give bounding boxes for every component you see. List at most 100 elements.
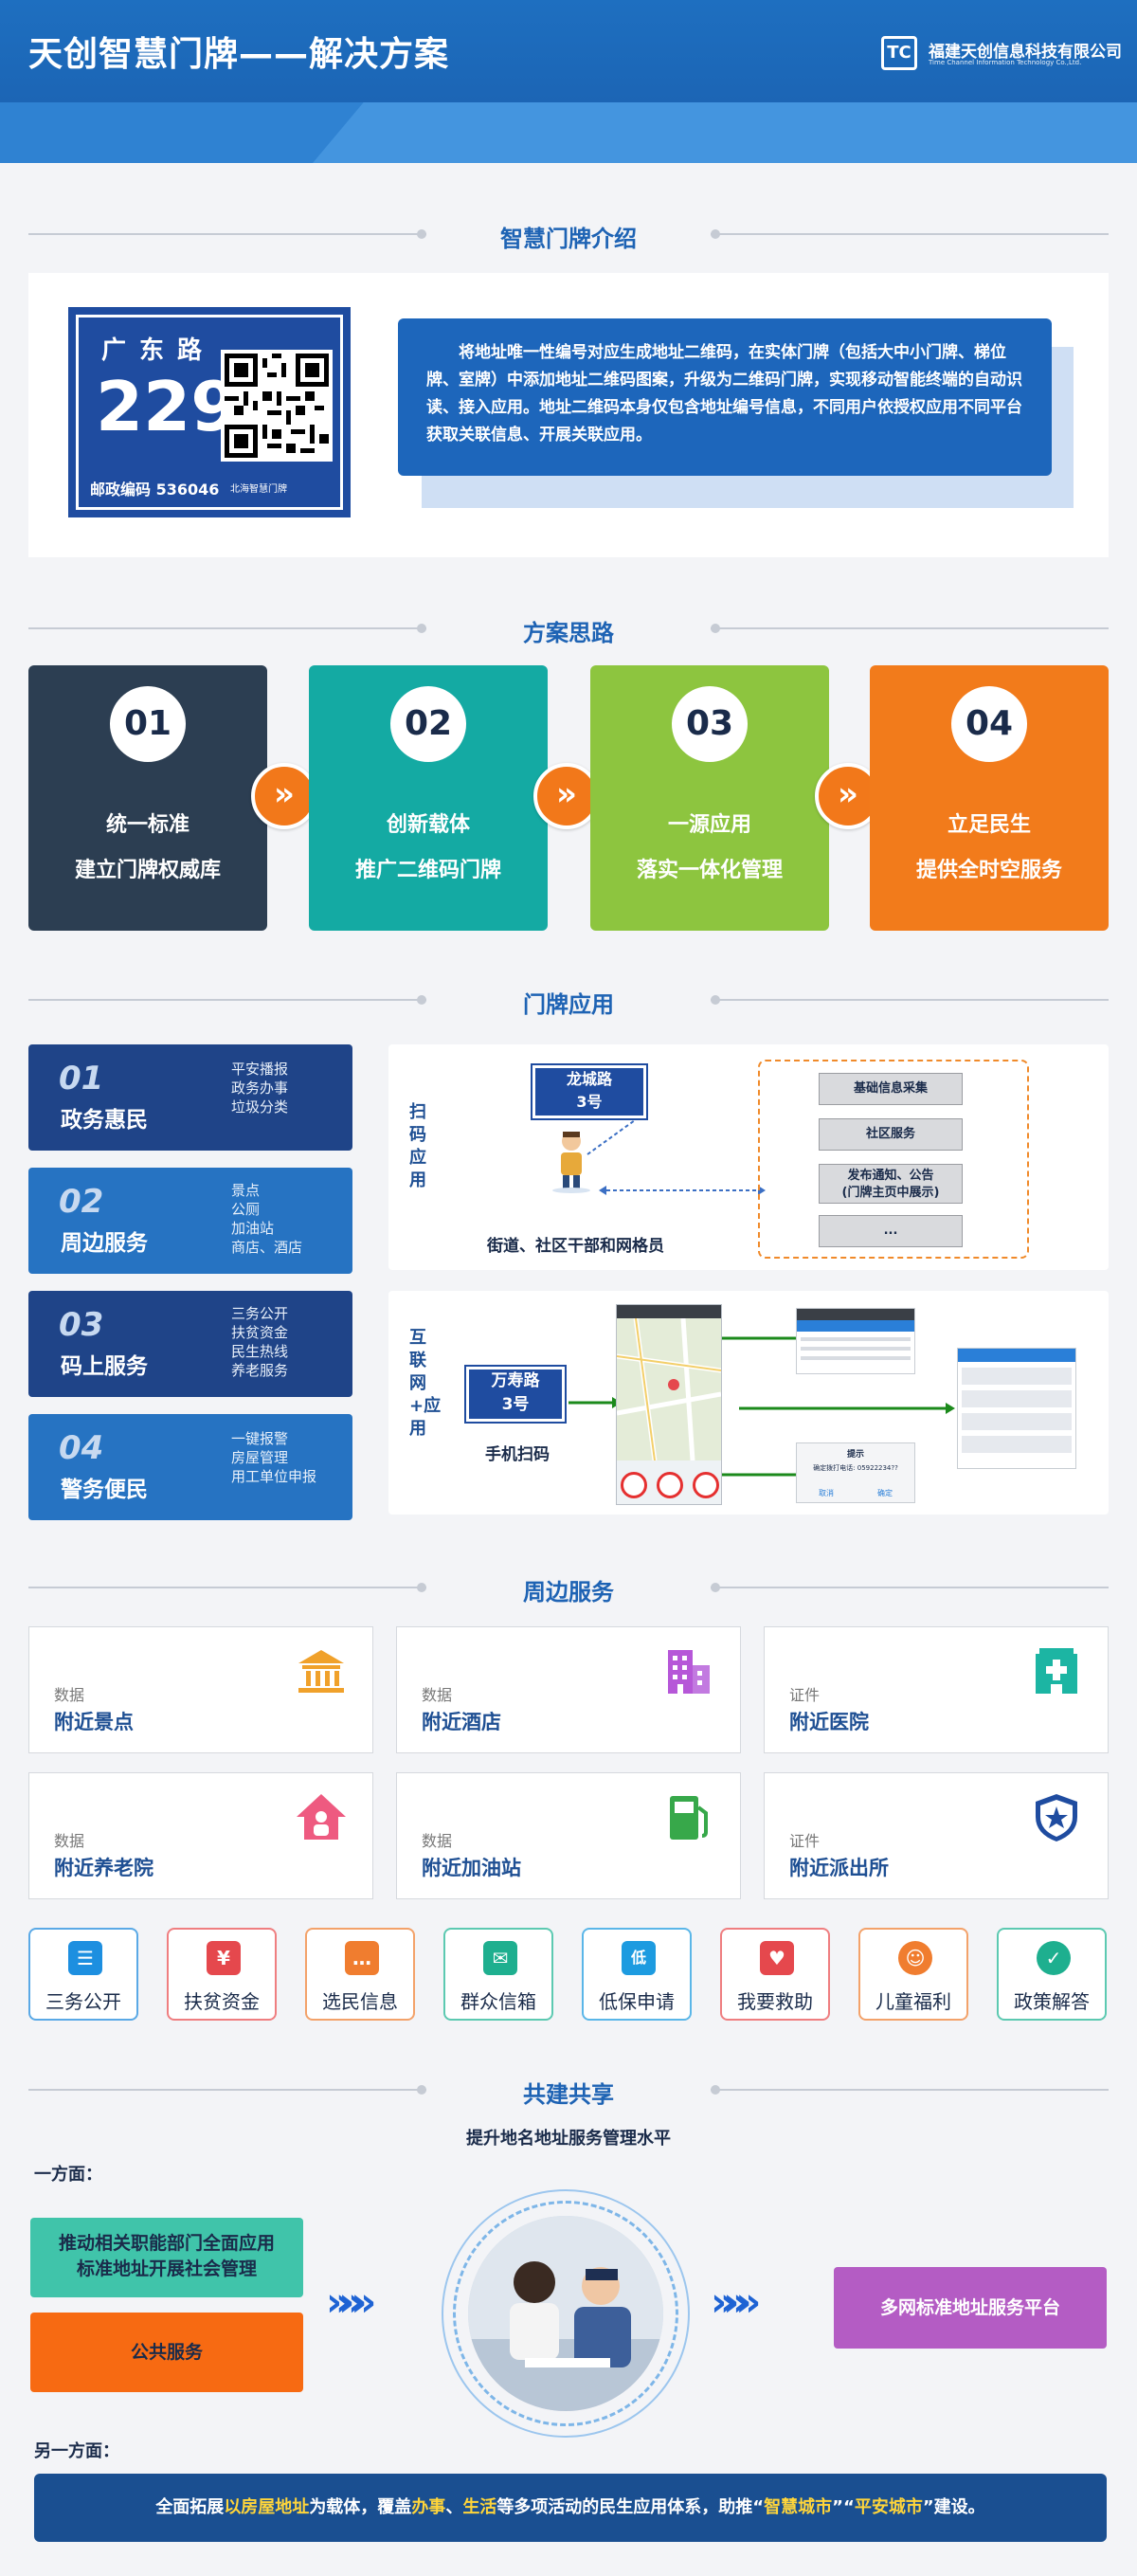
internet-app-label: 互联网+应用 [409,1328,442,1439]
step-number: 01 [110,686,186,762]
step-title: 一源应用 [667,813,751,837]
one-side-label: 一方面： [34,2165,102,2185]
step-arrow-icon: » [251,763,317,829]
intro-panel: 广东路 229 邮政编码 536046 [28,273,1109,557]
doorplate-frame: 广东路 229 邮政编码 536046 [76,315,343,510]
intro-description: 将地址唯一性编号对应生成地址二维码，在实体门牌（包括大中小门牌、梯位牌、室牌）中… [398,318,1052,476]
service-option[interactable]: 基础信息采集 [819,1073,963,1105]
summary-highlight: 生活 [462,2497,497,2517]
dialog-cancel-button[interactable]: 取消 [819,1489,834,1497]
service-category: 数据 [422,1832,453,1850]
company-logo: TC 福建天创信息科技有限公司 Time Channel Information… [881,36,1122,70]
step-card-04: 04 立足民生 提供全时空服务 [870,665,1109,931]
service-counter-illustration [468,2216,663,2411]
doorplate-sample: 万寿路 3号 [464,1365,567,1424]
mini-service-low-income[interactable]: 低 低保申请 [582,1928,692,2021]
divider-line [711,999,1109,1001]
share-photo-ring-inner [453,2201,678,2426]
mini-service-mailbox[interactable]: ✉ 群众信箱 [443,1928,553,2021]
step-title: 立足民生 [947,813,1031,837]
service-name: 附近派出所 [789,1857,889,1879]
service-option[interactable]: ... [819,1215,963,1247]
app-card-name: 周边服务 [61,1231,148,1256]
summary-text: 全面拓展 [155,2497,225,2517]
doorplate-road: 万寿路 [491,1371,540,1390]
header-banner: 天创智慧门牌——解决方案 TC 福建天创信息科技有限公司 Time Channe… [0,0,1137,163]
mini-service-aid[interactable]: ♥ 我要救助 [720,1928,830,2021]
divider-line [28,2089,426,2091]
doorplate-subtitle: 北海智慧门牌 [230,484,287,495]
logo-company-name-en: Time Channel Information Technology Co.,… [929,59,1082,66]
step-number: 04 [951,686,1027,762]
qr-code [221,350,333,462]
mini-service-child-welfare[interactable]: ☺ 儿童福利 [858,1928,968,2021]
section-title-text: 周边服务 [523,1579,614,1605]
mini-service-affairs[interactable]: ☰ 三务公开 [28,1928,138,2021]
summary-text: 等多项活动的民生应用体系，助推“ [496,2497,765,2517]
detail-row [962,1436,1072,1453]
map-button-icon[interactable] [657,1472,683,1498]
chevron-right-icon: »»» [326,2278,377,2325]
app-card-items: 一键报警 房屋管理 用工单位申报 [231,1429,316,1486]
summary-text: 为载体，覆盖 [309,2497,412,2517]
app-card-police[interactable]: 04 警务便民 一键报警 房屋管理 用工单位申报 [28,1414,352,1520]
dialog-ok-button[interactable]: 确定 [877,1489,893,1497]
detail-row [962,1413,1072,1430]
summary-highlight: 以房屋地址 [224,2497,310,2517]
internet-caption: 手机扫码 [485,1445,550,1464]
service-category: 数据 [422,1686,453,1704]
divider-line [711,627,1109,629]
mini-service-label: 三务公开 [45,1990,121,2013]
step-card-02: 02 创新载体 推广二维码门牌 [309,665,548,931]
service-option[interactable]: 发布通知、公告 (门牌主页中展示) [819,1164,963,1204]
doorplate-number: 229 [96,367,239,446]
help-heart-icon: ♥ [760,1941,794,1975]
service-nearby-scenic[interactable]: 数据 附近景点 [28,1626,373,1753]
divider-line [28,233,426,235]
scan-app-label: 扫码应用 [409,1102,426,1190]
hotel-icon [668,1650,710,1694]
step-card-03: 03 一源应用 落实一体化管理 [590,665,829,931]
map-button-icon[interactable] [693,1472,719,1498]
app-card-code-service[interactable]: 03 码上服务 三务公开 扶贫资金 民生热线 养老服务 [28,1291,352,1397]
app-card-government[interactable]: 01 政务惠民 平安播报 政务办事 垃圾分类 [28,1044,352,1151]
policy-chat-icon: ✓ [1037,1941,1071,1975]
service-category: 数据 [54,1686,85,1704]
list-line [801,1356,911,1360]
map-button-icon[interactable] [621,1472,647,1498]
app-item: 一键报警 [231,1430,289,1447]
summary-highlight: 办事 [411,2497,446,2517]
service-nearby-police[interactable]: 证件 附近派出所 [764,1772,1109,1899]
police-badge-icon [1036,1794,1077,1841]
mini-service-voter-info[interactable]: … 选民信息 [305,1928,415,2021]
service-nearby-hospital[interactable]: 证件 附近医院 [764,1626,1109,1753]
step-number: 02 [390,686,466,762]
divider-line [711,233,1109,235]
step-subtitle: 落实一体化管理 [636,859,783,882]
grid-worker-icon [552,1132,590,1193]
service-nearby-hotel[interactable]: 数据 附近酒店 [396,1626,741,1753]
section-title-text: 方案思路 [523,620,614,646]
mini-service-poverty-fund[interactable]: ¥ 扶贫资金 [167,1928,277,2021]
step-title: 创新载体 [386,813,470,837]
chat-icon: … [345,1941,379,1975]
mini-service-policy[interactable]: ✓ 政策解答 [997,1928,1107,2021]
phone-detail-screenshot [957,1348,1076,1469]
divider-line [28,627,426,629]
app-card-name: 警务便民 [61,1478,148,1502]
child-icon: ☺ [898,1941,932,1975]
step-subtitle: 提供全时空服务 [915,859,1062,882]
app-card-nearby[interactable]: 02 周边服务 景点 公厕 加油站 商店、酒店 [28,1168,352,1274]
detail-row [962,1390,1072,1407]
internet-app-panel: 互联网+应用 万寿路 3号 手机扫码 提 [388,1291,1109,1515]
gas-station-icon [670,1796,708,1840]
logo-company-name: 福建天创信息科技有限公司 [929,43,1122,62]
app-card-number: 04 [59,1429,104,1467]
doorplate-no: 3号 [501,1395,530,1414]
divider-dot [417,1583,426,1592]
service-option[interactable]: 社区服务 [819,1118,963,1151]
phone-title-bar [958,1349,1075,1362]
service-nearby-elderly-home[interactable]: 数据 附近养老院 [28,1772,373,1899]
service-nearby-gas-station[interactable]: 数据 附近加油站 [396,1772,741,1899]
step-number: 03 [672,686,748,762]
